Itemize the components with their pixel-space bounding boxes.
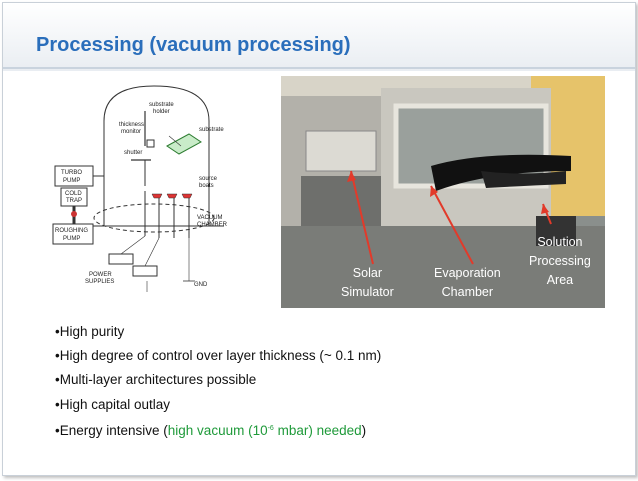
- label-roughing-pump: ROUGHING: [55, 228, 88, 234]
- source-boat: [166, 193, 178, 199]
- svg-text:PUMP: PUMP: [63, 236, 80, 242]
- bullet-item: •High capital outlay: [55, 396, 171, 412]
- arrow-evaporation: [430, 185, 474, 265]
- glovebox-photo: Solar Simulator Evaporation Chamber Solu…: [281, 76, 605, 308]
- highlight-text: high vacuum (10-6 mbar) needed: [167, 422, 362, 438]
- bullet-item: •High purity: [55, 324, 125, 339]
- evaporator-schematic: substrate holder thickness monitor subst…: [49, 76, 254, 302]
- label-source-boats: source: [199, 176, 218, 182]
- label-power-supplies: POWER: [89, 272, 112, 278]
- power-supply: [132, 265, 158, 277]
- label-gnd: GND: [194, 282, 208, 288]
- bullet-item: •High degree of control over layer thick…: [55, 348, 382, 364]
- svg-text:holder: holder: [153, 109, 170, 115]
- title-bar: [3, 3, 635, 71]
- label-solar-simulator: Solar Simulator: [341, 266, 394, 299]
- thickness-monitor: [146, 139, 155, 148]
- svg-text:monitor: monitor: [121, 129, 141, 135]
- svg-text:PUMP: PUMP: [63, 178, 80, 184]
- svg-text:TRAP: TRAP: [66, 198, 82, 204]
- substrate-holder: [166, 133, 202, 155]
- arrow-solar: [350, 170, 374, 265]
- svg-text:SUPPLIES: SUPPLIES: [85, 279, 114, 285]
- label-shutter: shutter: [124, 150, 142, 156]
- bullet-item: •Energy intensive (high vacuum (10-6 mba…: [55, 422, 367, 438]
- label-substrate: substrate: [199, 127, 224, 133]
- bell-jar: [103, 85, 210, 226]
- svg-text:boats: boats: [199, 183, 214, 189]
- svg-text:CHAMBER: CHAMBER: [197, 222, 228, 228]
- source-boat: [181, 193, 193, 199]
- power-supply: [108, 253, 134, 265]
- label-cold-trap: COLD: [65, 191, 82, 197]
- label-vacuum-chamber: VACUUM: [197, 215, 223, 221]
- bullet-list: •High purity •High degree of control ove…: [55, 320, 381, 441]
- solar-simulator: [305, 130, 377, 172]
- base-plate: [93, 203, 215, 233]
- slide: Processing (vacuum processing): [2, 2, 636, 476]
- label-evaporation-chamber: Evaporation Chamber: [434, 266, 501, 299]
- label-solution-processing-area: Solution Processing Area: [529, 235, 591, 287]
- label-substrate-holder: substrate: [149, 102, 174, 108]
- source-boat: [151, 193, 163, 199]
- title-divider: [3, 67, 635, 69]
- slide-title: Processing (vacuum processing): [36, 34, 351, 56]
- bullet-item: •Multi-layer architectures possible: [55, 372, 257, 388]
- label-turbo-pump: TURBO: [61, 170, 82, 176]
- label-thickness-monitor: thickness: [119, 122, 144, 128]
